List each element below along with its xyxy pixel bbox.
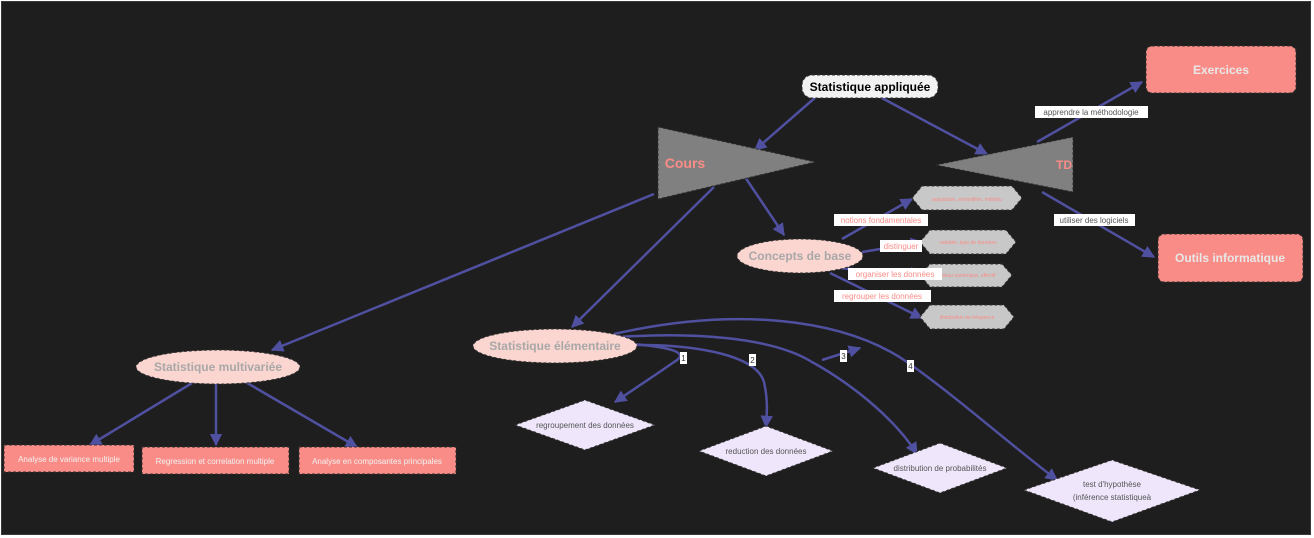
edge-elem-test [613, 317, 1058, 481]
concept-child-distribution[interactable]: distribution de fréquence [919, 304, 1015, 330]
link-label-regrouper: regrouper les données [834, 290, 931, 302]
td-label: TD [1056, 158, 1072, 172]
edge-root-td [879, 95, 989, 156]
cours-label: Cours [665, 155, 706, 171]
td-node[interactable]: TD [935, 136, 1074, 193]
edge-root-cours [754, 95, 818, 151]
root-label: Statistique appliquée [810, 80, 931, 94]
edge-cours-elementaire [571, 186, 715, 328]
elem-child-label: distribution de probabilités [894, 464, 987, 473]
exercices-node[interactable]: Exercices [1145, 45, 1297, 94]
multi-child-label: Analyse en composantes principales [312, 457, 442, 466]
exercices-label: Exercices [1193, 63, 1249, 77]
concept-child-label: tableau numerique, effectif [937, 273, 996, 279]
edge-cours-multivariee [270, 192, 655, 352]
root-node[interactable]: Statistique appliquée [801, 74, 939, 99]
outils-node[interactable]: Outils informatique [1157, 233, 1304, 283]
edge-multi-acp [241, 378, 359, 449]
multi-child-label: Analyse de variance multiple [18, 455, 120, 464]
link-label-logiciels: utiliser des logiciels [1054, 214, 1135, 226]
edge-multi-anova [88, 378, 198, 447]
multivariee-node[interactable]: Statistique multivariée [135, 349, 301, 385]
multi-child-label: Regression et correlation multiple [156, 457, 275, 466]
edge-elem-distribution [619, 334, 919, 456]
elem-child-label: reduction des données [726, 447, 807, 456]
cours-node[interactable]: Cours [657, 126, 816, 200]
link-label-step3: 3 [840, 350, 847, 362]
edge-elem-regroupement [613, 342, 682, 404]
elem-child-test[interactable]: test d'hypothèse (inférence statistiqueà [1022, 459, 1202, 523]
elementaire-label: Statistique élémentaire [489, 339, 621, 353]
multi-child-regression[interactable]: Regression et correlation multiple [141, 446, 290, 475]
multivariee-label: Statistique multivariée [154, 360, 282, 374]
elem-child-distribution[interactable]: distribution de probabilités [871, 442, 1009, 494]
multi-child-anova[interactable]: Analyse de variance multiple [3, 444, 135, 473]
elem-child-label: regroupement des données [536, 421, 634, 430]
svg-text:4: 4 [908, 362, 913, 371]
edge-elem-reduction [631, 343, 773, 429]
edge-cours-concepts [743, 176, 786, 237]
link-label-step4: 4 [907, 360, 914, 372]
multi-child-acp[interactable]: Analyse en composantes principales [298, 446, 457, 475]
concept-child-variable[interactable]: variable, type de données [919, 229, 1017, 255]
concepts-label: Concepts de base [749, 249, 852, 263]
link-label-apprendre: apprendre la méthodologie [1035, 106, 1148, 118]
elem-child-label-2: (inférence statistiqueà [1073, 493, 1152, 502]
svg-text:regrouper les données: regrouper les données [842, 292, 922, 301]
link-label-step1: 1 [680, 352, 687, 364]
elem-child-regroupement[interactable]: regroupement des données [513, 399, 657, 451]
concept-child-label: distribution de fréquence [940, 315, 995, 321]
svg-text:apprendre la méthodologie: apprendre la méthodologie [1043, 108, 1139, 117]
link-label-distinguer: distinguer [880, 240, 922, 252]
svg-text:1: 1 [681, 354, 686, 363]
concept-child-label: variable, type de données [939, 240, 997, 246]
concepts-node[interactable]: Concepts de base [736, 238, 864, 274]
link-label-notions: notions fondamentales [834, 214, 928, 226]
svg-text:organiser les données: organiser les données [856, 270, 935, 279]
concept-child-tableau[interactable]: tableau numerique, effectif [919, 263, 1013, 288]
svg-text:notions fondamentales: notions fondamentales [841, 216, 922, 225]
concept-child-population[interactable]: population, echantillon, individu [911, 185, 1023, 211]
svg-text:distinguer: distinguer [884, 242, 919, 251]
concept-child-label: population, echantillon, individu [932, 197, 1002, 203]
link-label-step2: 2 [749, 354, 756, 366]
outils-label: Outils informatique [1175, 251, 1285, 265]
elementaire-node[interactable]: Statistique élémentaire [472, 328, 638, 364]
elem-child-reduction[interactable]: reduction des données [697, 425, 835, 477]
svg-text:utiliser des logiciels: utiliser des logiciels [1060, 216, 1129, 225]
svg-text:2: 2 [750, 356, 755, 365]
link-label-organiser: organiser les données [848, 268, 942, 280]
svg-text:3: 3 [841, 352, 846, 361]
elem-child-label-1: test d'hypothèse [1083, 480, 1142, 489]
edges [88, 80, 1156, 481]
